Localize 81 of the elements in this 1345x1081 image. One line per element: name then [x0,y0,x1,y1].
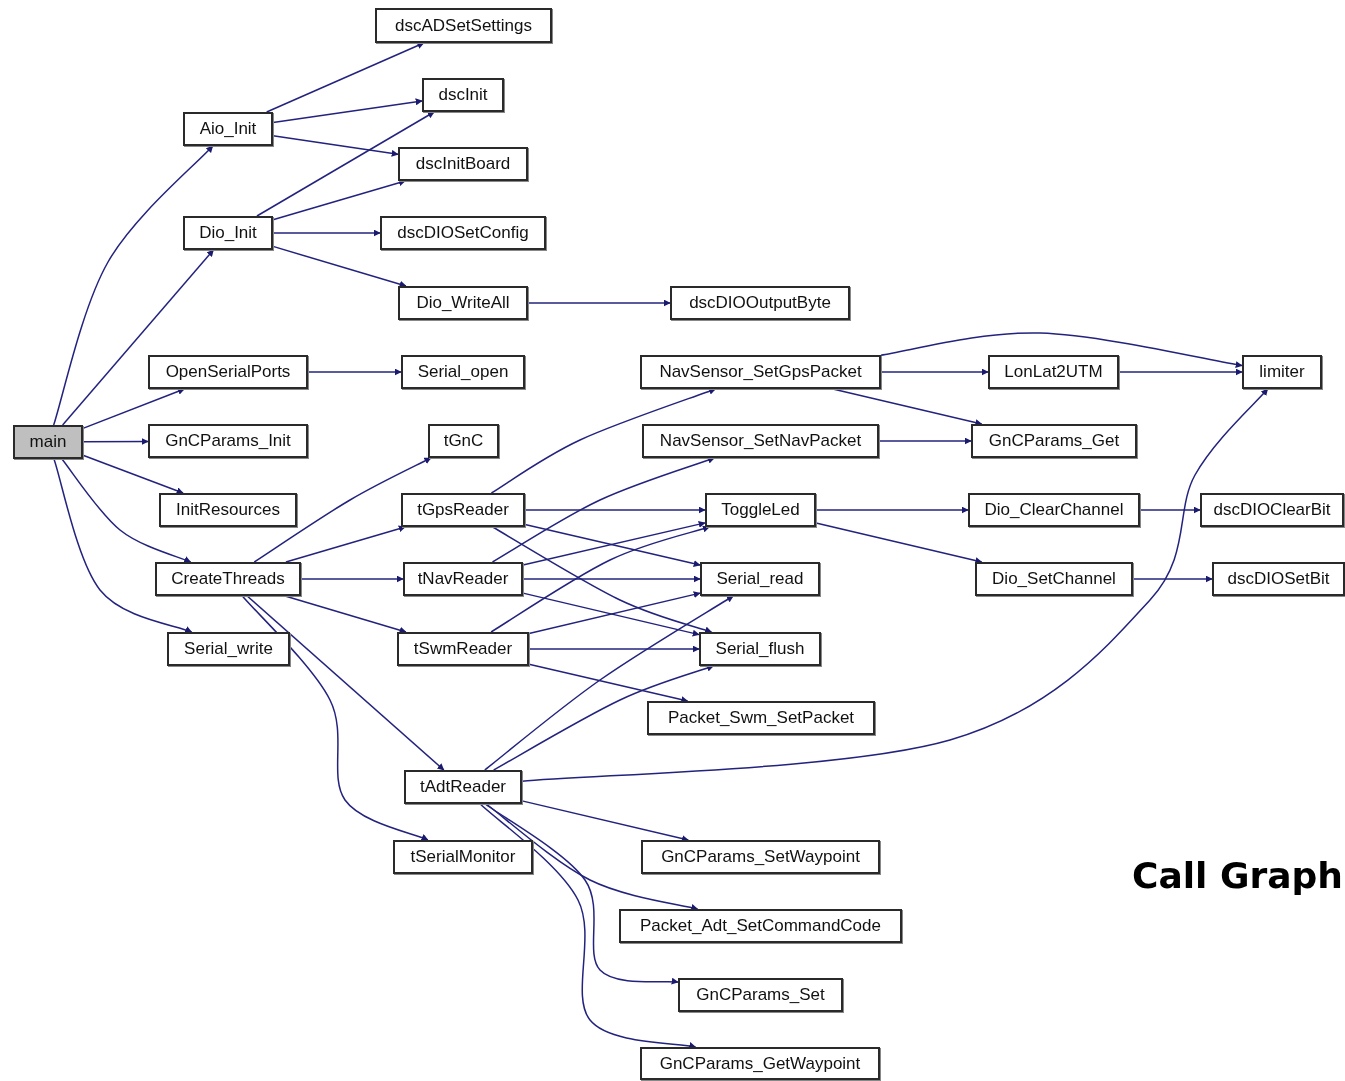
function-box: Dio_WriteAll [398,286,528,320]
function-box: GnCParams_Set [678,978,843,1012]
call-arrow [484,595,734,771]
function-box: tAdtReader [404,770,522,804]
graph-title: Call Graph [1132,855,1343,896]
call-arrow [484,803,679,986]
function-box: LonLat2UTM [988,355,1119,389]
function-box: dscDIOOutputByte [670,286,850,320]
call-arrow [490,387,717,494]
function-box: dscDIOClearBit [1200,493,1344,527]
call-arrow [300,575,404,583]
call-arrow [815,522,983,564]
function-box: InitResources [159,493,297,527]
function-box: tNavReader [403,562,523,596]
function-box: Packet_Swm_SetPacket [647,701,875,735]
function-box: Serial_write [167,632,290,666]
function-box: GnCParams_SetWaypoint [641,840,880,874]
function-box: ToggleLed [705,493,816,527]
call-arrow [307,368,402,376]
call-arrow [1118,368,1243,376]
call-arrow [82,388,186,430]
function-box: GnCParams_Init [148,424,308,458]
function-box: dscDIOSetConfig [380,216,546,250]
call-arrow [528,645,700,653]
call-arrow [246,595,445,771]
call-arrow [1139,506,1201,514]
call-arrow [521,800,689,842]
function-box: Serial_flush [699,632,821,666]
call-arrow [272,229,381,237]
call-arrow [524,506,706,514]
function-box: Aio_Init [183,112,273,146]
call-arrow [52,145,214,426]
function-box: GnCParams_Get [971,424,1137,458]
call-arrow [492,664,715,771]
call-arrow [82,438,149,445]
call-arrow [53,458,193,633]
call-arrow [61,249,215,426]
call-arrow [82,454,184,495]
function-box: dscInitBoard [398,147,528,181]
function-box: main [13,425,83,459]
function-box: GnCParams_GetWaypoint [640,1047,880,1080]
call-arrow [61,458,192,563]
call-arrow [272,134,399,157]
function-box: Dio_SetChannel [975,562,1133,596]
call-arrow [815,506,969,514]
function-box: dscDIOSetBit [1212,562,1345,596]
call-arrow [265,42,425,113]
call-arrow [880,332,1243,368]
function-box: Serial_read [700,562,820,596]
function-box: CreateThreads [155,562,301,596]
call-arrow [272,98,423,124]
call-arrow [272,179,406,221]
call-arrow [522,575,701,583]
function-box: dscADSetSettings [375,8,552,43]
call-arrow [880,368,989,376]
function-box: dscInit [422,78,504,112]
call-arrow [241,595,429,841]
call-arrow [521,388,1269,783]
function-box: tGnC [428,424,499,458]
function-box: NavSensor_SetNavPacket [642,424,879,458]
function-box: Dio_Init [183,216,273,250]
call-arrow [253,457,432,563]
call-arrow [285,525,406,563]
function-box: NavSensor_SetGpsPacket [640,355,881,389]
call-arrow [284,595,407,634]
function-box: Serial_open [401,355,525,389]
function-box: Packet_Adt_SetCommandCode [619,909,902,943]
call-arrow [1132,575,1213,583]
function-box: tSerialMonitor [393,840,533,874]
call-arrow [527,299,671,307]
call-arrow [491,456,716,563]
function-box: tSwmReader [397,632,529,666]
call-arrow [256,111,435,217]
function-box: limiter [1242,355,1322,389]
call-arrow [878,437,972,445]
call-arrow [479,803,697,1050]
call-arrow [528,663,689,703]
function-box: Dio_ClearChannel [968,493,1140,527]
function-box: OpenSerialPorts [148,355,308,389]
function-box: tGpsReader [401,493,525,527]
call-arrow [272,245,407,288]
